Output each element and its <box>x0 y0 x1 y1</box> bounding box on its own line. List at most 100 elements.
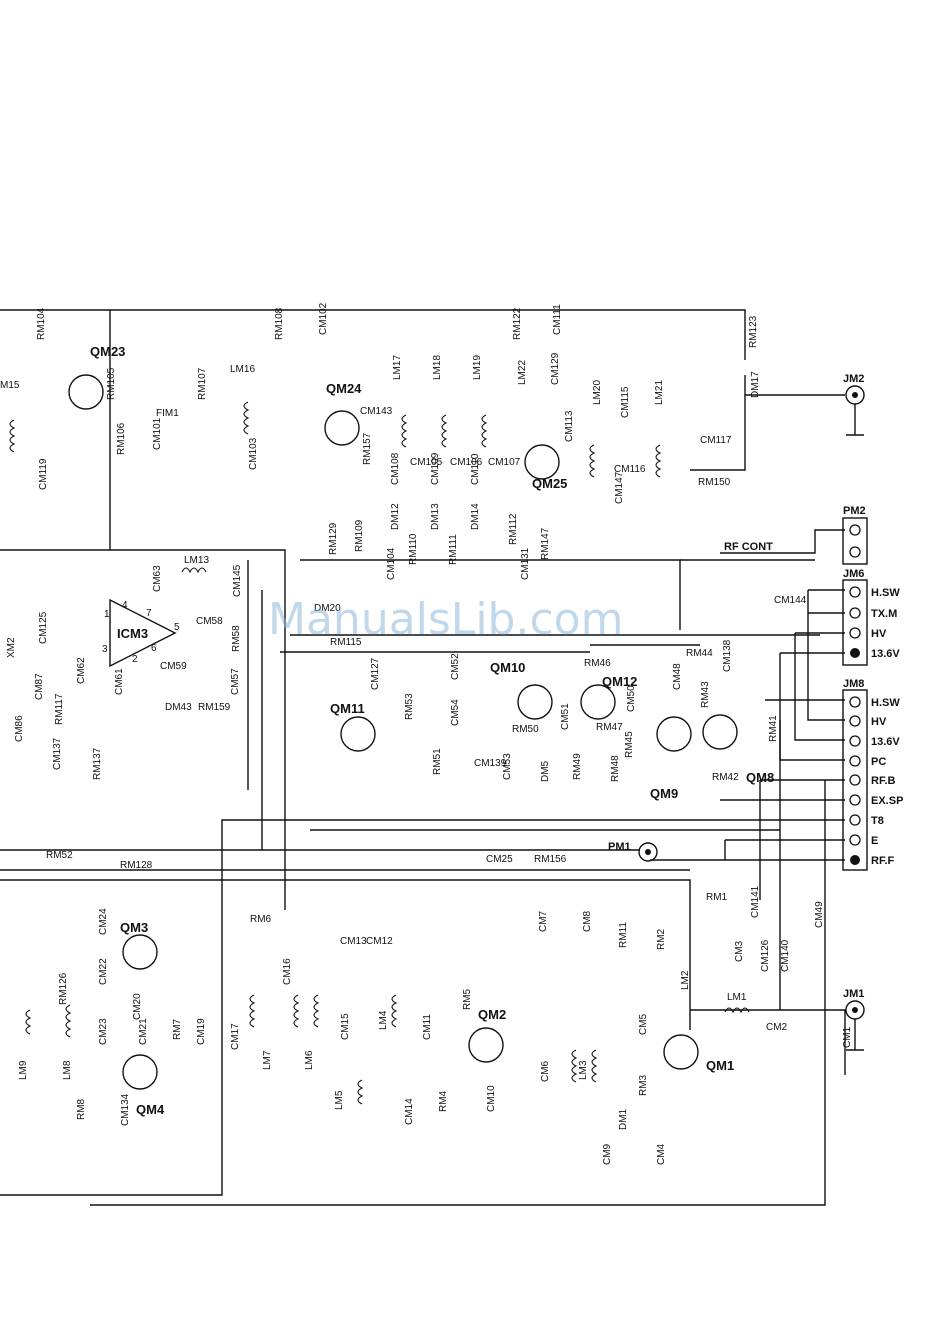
svg-text:QM1: QM1 <box>706 1058 734 1073</box>
component-label: RM58 <box>231 625 242 652</box>
svg-text:FIM1: FIM1 <box>156 408 179 419</box>
component-label: CM101 <box>152 417 163 450</box>
component-label: RM112 <box>508 513 519 545</box>
component-label: RM156 <box>534 854 567 865</box>
component-label: LM7 <box>262 1050 273 1070</box>
coil-symbols <box>9 401 750 1105</box>
svg-text:QM8: QM8 <box>746 770 774 785</box>
component-label: CM61 <box>114 668 125 695</box>
jm8-title: JM8 <box>843 678 864 690</box>
svg-text:QM2: QM2 <box>478 1007 506 1022</box>
component-label: RM150 <box>698 477 731 488</box>
component-label: CM4 <box>656 1143 667 1165</box>
component-label: RM123 <box>748 315 759 348</box>
component-label: RM45 <box>624 731 635 758</box>
component-label: CM108 <box>390 452 401 485</box>
component-label: CM107 <box>488 457 521 468</box>
component-label: DM17 <box>750 371 761 398</box>
jm8-pin-9: RF.F <box>871 855 895 867</box>
jm8-pin-3: 13.6V <box>871 736 900 748</box>
component-label: RM128 <box>120 860 153 871</box>
component-label: CM13 <box>340 936 367 947</box>
svg-text:QM4: QM4 <box>136 1102 165 1117</box>
component-label: CM131 <box>520 547 531 580</box>
component-label: CM14 <box>404 1098 415 1125</box>
component-label: RM42 <box>712 772 739 783</box>
svg-text:QM23: QM23 <box>90 344 125 359</box>
rf-cont-label: RF CONT <box>724 541 773 553</box>
component-label: RM106 <box>116 422 127 455</box>
component-label: LM22 <box>517 360 528 385</box>
svg-text:1: 1 <box>104 609 110 620</box>
component-label: CM62 <box>76 657 87 684</box>
svg-text:2: 2 <box>132 654 138 665</box>
component-label: CM6 <box>540 1060 551 1082</box>
component-label: CM59 <box>160 661 187 672</box>
rf-jacks <box>638 385 865 1051</box>
component-label: CM48 <box>672 663 683 690</box>
jm8-pin-1: H.SW <box>871 697 900 709</box>
svg-text:QM9: QM9 <box>650 786 678 801</box>
component-label: DM43 <box>165 702 192 713</box>
component-label: RM107 <box>197 367 208 400</box>
component-label: LM6 <box>304 1050 315 1070</box>
component-label: CM139 <box>474 758 507 769</box>
component-label: CM141 <box>750 885 761 918</box>
component-label: LM21 <box>654 380 665 405</box>
svg-text:QM10: QM10 <box>490 660 525 675</box>
component-label: RM44 <box>686 648 713 659</box>
component-label: CM53 <box>502 753 513 780</box>
component-label: RM52 <box>46 850 73 861</box>
op-amp-icm3: 1 4 7 5 6 3 2 ICM3 <box>102 598 180 668</box>
jm6-pin-2: TX.M <box>871 608 897 620</box>
component-label: CM63 <box>152 565 163 592</box>
component-label: RM46 <box>584 658 611 669</box>
transistor-labels: QM23 QM24 QM25 QM10 QM12 QM11 QM9 QM8 QM… <box>90 344 774 1117</box>
component-label: RM3 <box>638 1074 649 1096</box>
component-label: CM140 <box>780 939 791 972</box>
jm8-connector <box>842 689 868 871</box>
component-label: DM13 <box>430 503 441 530</box>
component-label: CM16 <box>282 958 293 985</box>
component-label: LM18 <box>432 355 443 380</box>
component-label: DM1 <box>618 1108 629 1130</box>
component-label: CM109 <box>430 452 441 485</box>
component-label: CM119 <box>38 458 49 490</box>
component-label: RM6 <box>250 914 272 925</box>
component-label: XM2 <box>6 637 17 658</box>
component-label: CM54 <box>450 699 461 726</box>
component-label: CM105 <box>410 457 443 468</box>
component-label: RM53 <box>404 693 415 720</box>
component-label: RM5 <box>462 988 473 1010</box>
component-label: CM52 <box>450 653 461 680</box>
component-label: CM115 <box>620 386 631 418</box>
component-label: RM48 <box>610 755 621 782</box>
component-label: RM109 <box>354 519 365 552</box>
component-label: CM113 <box>564 410 575 442</box>
svg-text:QM25: QM25 <box>532 476 567 491</box>
component-label: CM19 <box>196 1018 207 1045</box>
component-label: CM49 <box>814 901 825 928</box>
component-label: RM43 <box>700 681 711 708</box>
component-label: RM111 <box>448 534 459 565</box>
component-label: RM7 <box>172 1018 183 1040</box>
component-label: CM116 <box>614 464 646 475</box>
component-label: CM51 <box>560 703 571 730</box>
pm2-connector <box>842 517 868 565</box>
svg-text:6: 6 <box>151 643 157 654</box>
component-label: RM2 <box>656 928 667 950</box>
component-label: RM4 <box>438 1090 449 1112</box>
component-label: CM138 <box>722 639 733 672</box>
svg-text:QM12: QM12 <box>602 674 637 689</box>
component-label: CM87 <box>34 673 45 700</box>
component-label: RM129 <box>328 522 339 555</box>
component-label: RM117 <box>54 693 65 725</box>
component-label: CM104 <box>386 547 397 580</box>
component-label: CM10 <box>486 1085 497 1112</box>
svg-text:QM3: QM3 <box>120 920 148 935</box>
component-label: CM127 <box>370 657 381 690</box>
connector-labels: JM2 JM1 PM1 PM2 RF CONT JM6 H.SW TX.M HV… <box>608 373 903 1000</box>
component-label: RM51 <box>432 748 443 775</box>
component-label: CM58 <box>196 616 223 627</box>
svg-text:3: 3 <box>102 644 108 655</box>
